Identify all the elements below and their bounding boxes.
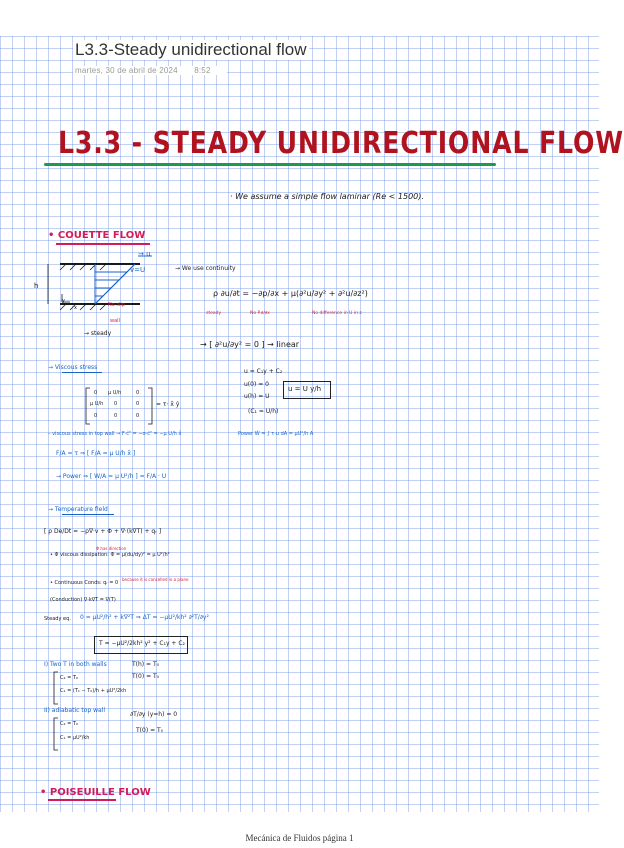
intro-text: · We assume a simple flow laminar (Re < … [230,192,424,201]
couette-sol-2: u(0) = 0 [244,381,269,388]
case1-bc-1: T(h) = T₀ [132,661,160,668]
case2-title: II) adiabatic top wall [44,707,105,714]
stress-m-13: 0 [136,390,140,396]
couette-title: • COUETTE FLOW [48,230,146,241]
couette-wall-wall: wall [110,318,120,324]
page-time: 8:52 [194,66,211,75]
page-date: martes, 30 de abril de 2024 [75,66,178,75]
temperature-solution-box: T = −μU²/2kh² y² + C₁y + C₂ [94,636,188,654]
dissipation-note: Φ has direction [96,546,127,551]
stress-m-12: μ U/h [108,390,122,396]
stress-m-21: μ U/h [90,401,104,407]
couette-diagram [47,255,152,311]
heading-underline [44,163,496,166]
temperature-title: → Temperature field [48,506,108,513]
page-title: L3.3-Steady unidirectional flow [73,40,309,60]
temperature-solution-text: T = −μU²/2kh² y² + C₁y + C₂ [99,640,185,647]
balance-eq: 0 = μU²/h² + k∇²T ⇒ ΔT = −μU²/kh² ∂²T/∂y… [80,614,209,621]
cancel-note: because it is cancelled in a plane [122,577,189,582]
stress-m-32: 0 [114,413,118,419]
stress-m-33: 0 [136,413,140,419]
viscous-stress-underline [62,372,102,373]
stress-m-11: 0 [94,390,98,396]
conduction: (Conduction) ∇·k∇T = ∇(T) [50,597,116,603]
couette-linear-eq: → [ ∂²u/∂y² = 0 ] → linear [200,340,300,349]
couette-power-eq: → Power ⇒ [ W/A = μ U²/h ] = F/A · U [56,473,167,480]
poiseuille-title: • POISEUILLE FLOW [40,787,151,798]
couette-solution-box: u = U y/h [283,381,331,399]
page-meta: martes, 30 de abril de 2024 8:52 [73,66,227,75]
case1-const-2: C₁ = (T₁ − T₀)/h + μU²/2kh [60,688,127,694]
continuous-conds: • Continuous Conds: qᵣ = 0 [50,580,119,586]
couette-wall-noslip: No slip [108,302,125,308]
couette-ns-note-nop: No P.∂/∂x [250,311,270,316]
couette-sol-4: (C₁ = U/h) [248,408,279,415]
couette-wall-y: y [62,298,65,304]
couette-work: Power Ẇ = ∫ τ⋅u dA = μU²/h A [238,431,314,437]
viscous-stress-title: → Viscous stress [48,364,98,371]
page-footer: Mecánica de Fluidos página 1 [245,833,354,843]
case2-bc-2: T(0) = T₀ [136,727,164,734]
couette-force-eq: F/A = τ ⇒ [ F/A = μ U/h x̂ ] [56,450,136,457]
balance-note: Steady eq. [44,616,71,622]
couette-underline [56,243,150,245]
notes-heading: L3.3 - STEADY UNIDIRECTIONAL FLOW [58,126,624,161]
couette-sol-1: u = C₁y + C₂ [244,368,283,375]
couette-plate-u: → u [138,250,151,258]
dissipation: • Φ viscous dissipation: Φ = μ(du/dy)² =… [50,552,170,558]
couette-sol-3: u(h) = U [244,393,270,400]
case2-const-1: C₂ = T₀ [60,721,78,727]
stress-m-22: 0 [114,401,118,407]
couette-ns-note-steady: steady [206,311,222,316]
top-wall-stress: – viscous stress in top wall → F·ĉᵀ = −σ… [48,431,182,437]
temperature-underline [62,514,114,515]
stress-eq: = τ⋅ x̂ ŷ [156,401,180,408]
couette-h-label: h [34,282,39,290]
case1-bc-2: T(0) = T₀ [132,673,160,680]
case1-const-1: C₂ = T₀ [60,675,78,681]
couette-ns-eq: ρ ∂u/∂t = −∂p/∂x + μ(∂²u/∂y² + ∂²u/∂z²) [213,289,368,298]
couette-v-label: v=U [130,266,146,274]
case1-bracket [53,671,58,705]
stress-m-31: 0 [94,413,98,419]
poiseuille-underline [48,799,116,801]
energy-eq: [ ρ De/Dt = −p∇·v + Φ + ∇·(k∇T) + qᵣ ] [44,528,162,535]
couette-eq-intro: → We use continuity [175,265,236,272]
case1-title: I) Two T in both walls [44,661,107,668]
stress-m-23: 0 [136,401,140,407]
couette-solution-box-text: u = U y/h [288,385,322,393]
case2-bc-1: ∂T/∂y (y=h) = 0 [130,711,178,718]
couette-ns-note-z: No difference in U in z [312,311,362,316]
case2-bracket [53,717,58,751]
couette-steady: → steady [84,330,112,337]
couette-wall-x: x [74,305,77,311]
stress-matrix-brackets [85,387,153,425]
case2-const-2: C₁ = μU²/kh [60,735,90,741]
